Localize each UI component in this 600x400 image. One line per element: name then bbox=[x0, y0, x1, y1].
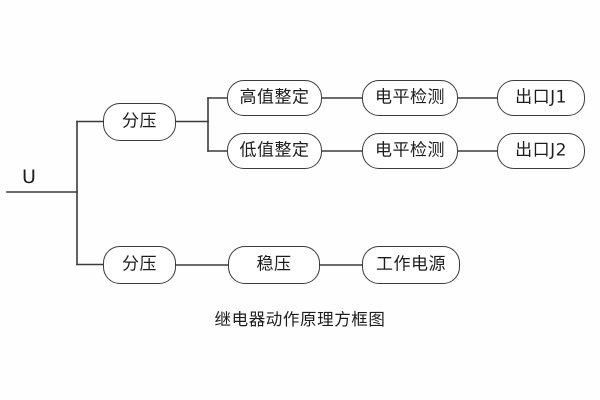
node-divider-measure[interactable]: 分压 bbox=[103, 103, 176, 141]
node-working-supply[interactable]: 工作电源 bbox=[362, 246, 460, 284]
node-label-high-setting: 高值整定 bbox=[239, 87, 310, 107]
node-label-divider-measure: 分压 bbox=[122, 111, 157, 131]
node-label-working-supply: 工作电源 bbox=[376, 254, 446, 274]
node-level-detect-1[interactable]: 电平检测 bbox=[362, 80, 458, 116]
input-voltage-label: U bbox=[22, 166, 36, 188]
node-label-level-detect-2: 电平检测 bbox=[375, 140, 445, 160]
node-level-detect-2[interactable]: 电平检测 bbox=[362, 133, 458, 169]
node-high-setting[interactable]: 高值整定 bbox=[227, 80, 322, 116]
node-label-low-setting: 低值整定 bbox=[239, 140, 310, 160]
node-label-regulator: 稳压 bbox=[256, 254, 292, 274]
node-label-output-j2: 出口J2 bbox=[515, 140, 567, 160]
node-label-level-detect-1: 电平检测 bbox=[375, 87, 445, 107]
node-label-divider-power: 分压 bbox=[122, 254, 157, 274]
node-output-j1[interactable]: 出口J1 bbox=[497, 80, 585, 116]
node-regulator[interactable]: 稳压 bbox=[228, 246, 320, 284]
diagram-caption: 继电器动作原理方框图 bbox=[214, 310, 386, 329]
node-label-output-j1: 出口J1 bbox=[515, 87, 567, 107]
node-divider-power[interactable]: 分压 bbox=[103, 246, 176, 284]
node-output-j2[interactable]: 出口J2 bbox=[497, 133, 585, 169]
node-low-setting[interactable]: 低值整定 bbox=[227, 133, 322, 169]
